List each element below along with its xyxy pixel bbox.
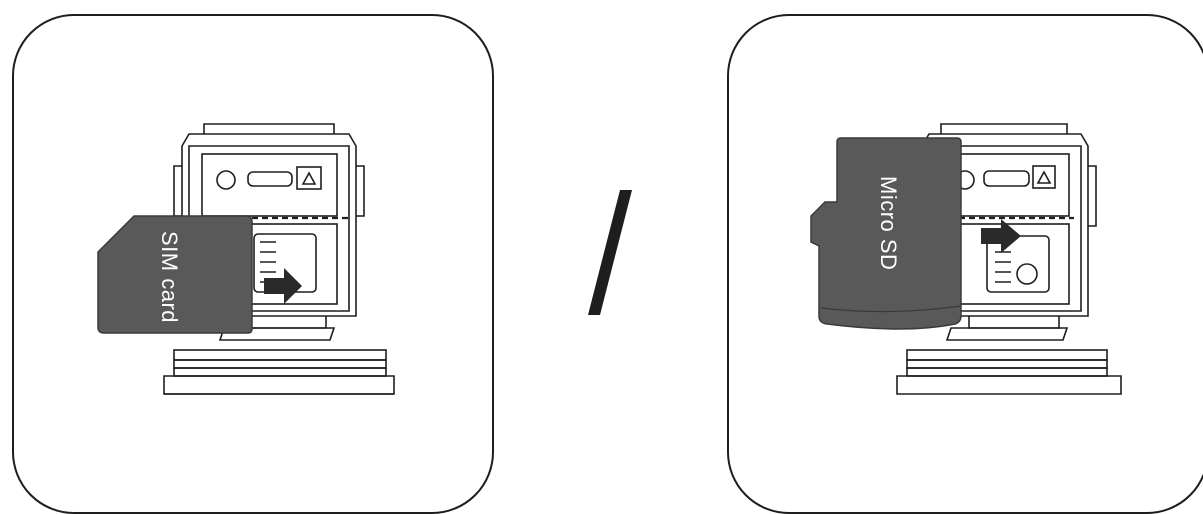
micro-sd-card: Micro SD <box>811 138 961 329</box>
sim-card-label: SIM card <box>157 231 182 323</box>
micro-sd-panel: Micro SD <box>727 14 1203 514</box>
insert-arrow-icon <box>264 268 302 304</box>
sim-card-panel: SIM card <box>12 14 494 514</box>
sd-tray-illustration: Micro SD <box>729 16 1203 514</box>
sim-card: SIM card <box>98 216 252 333</box>
sim-tray-illustration: SIM card <box>14 16 494 514</box>
separator-slash <box>580 185 640 320</box>
micro-sd-label: Micro SD <box>876 176 901 270</box>
